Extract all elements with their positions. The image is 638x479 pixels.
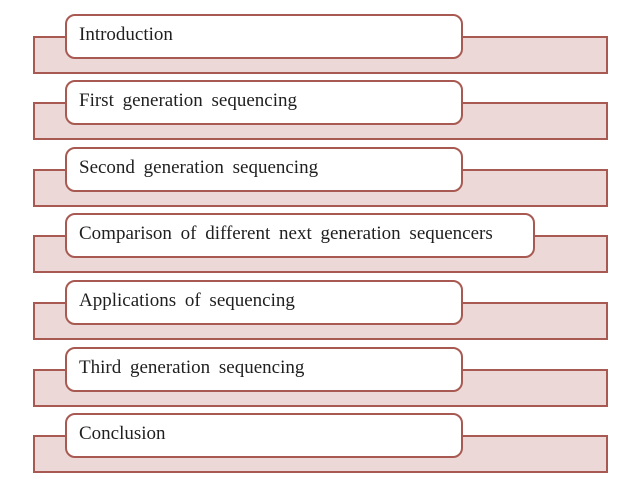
item-label: Comparison of different next generation … xyxy=(79,222,493,244)
list-item-row: Applications of sequencing xyxy=(0,280,638,347)
list-item-row: Comparison of different next generation … xyxy=(0,213,638,280)
item-label: Applications of sequencing xyxy=(79,289,295,311)
list-item-row: Conclusion xyxy=(0,413,638,479)
item-box: Third generation sequencing xyxy=(65,347,463,392)
item-box: Introduction xyxy=(65,14,463,59)
list-item-row: Third generation sequencing xyxy=(0,347,638,414)
item-label: Second generation sequencing xyxy=(79,156,319,178)
item-box: First generation sequencing xyxy=(65,80,463,125)
item-label: First generation sequencing xyxy=(79,89,298,111)
list-item-row: First generation sequencing xyxy=(0,80,638,147)
item-box: Conclusion xyxy=(65,413,463,458)
item-box: Applications of sequencing xyxy=(65,280,463,325)
item-box: Second generation sequencing xyxy=(65,147,463,192)
item-label: Introduction xyxy=(79,23,173,45)
list-item-row: Introduction xyxy=(0,14,638,81)
item-box: Comparison of different next generation … xyxy=(65,213,535,258)
list-item-row: Second generation sequencing xyxy=(0,147,638,214)
item-label: Third generation sequencing xyxy=(79,356,305,378)
item-label: Conclusion xyxy=(79,422,166,444)
